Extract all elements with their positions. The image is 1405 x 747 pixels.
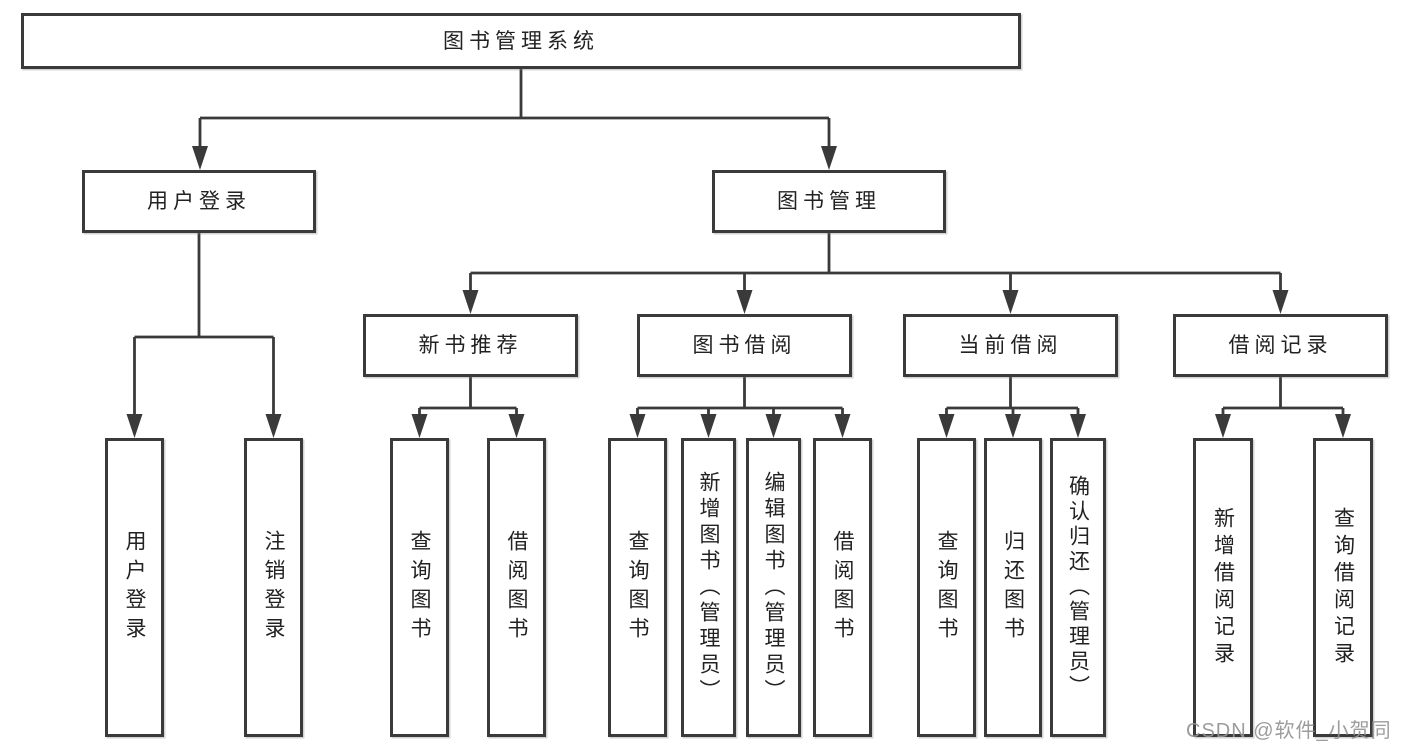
- leaf-query-books-1: 查询图书: [390, 438, 449, 737]
- arrow-icon: [629, 414, 646, 438]
- leaf-add-borrow-record: 新增借阅记录: [1193, 438, 1253, 737]
- arrow-icon: [462, 290, 479, 314]
- arrow-icon: [192, 146, 208, 170]
- arrow-icon: [126, 414, 143, 438]
- node-new-book-recommend: 新书推荐: [363, 314, 578, 377]
- leaf-query-books-3: 查询图书: [917, 438, 976, 737]
- node-book-borrowing: 图书借阅: [637, 314, 852, 377]
- arrow-icon: [265, 414, 282, 438]
- node-library-system: 图书管理系统: [21, 13, 1021, 69]
- arrow-icon: [938, 414, 955, 438]
- arrow-icon: [1070, 414, 1086, 438]
- arrow-icon: [1335, 414, 1351, 438]
- leaf-logout-login: 注销登录: [244, 438, 303, 737]
- node-book-management: 图书管理: [712, 170, 946, 233]
- leaf-user-login: 用户登录: [105, 438, 164, 737]
- arrow-icon: [1005, 414, 1021, 438]
- arrow-icon: [1215, 414, 1231, 438]
- leaf-borrow-books-1: 借阅图书: [487, 438, 546, 737]
- connector-bookmgmt-level3: [469, 233, 1282, 292]
- node-borrowing-records: 借阅记录: [1173, 314, 1388, 377]
- arrow-icon: [508, 414, 525, 438]
- arrow-icon: [765, 414, 782, 438]
- connector-root-level2: [198, 69, 831, 148]
- connector-userlogin-leaves: [133, 233, 275, 416]
- connector-records-leaves: [1221, 377, 1345, 416]
- connector-bookborrow-leaves: [636, 377, 844, 416]
- arrow-icon: [821, 146, 837, 170]
- csdn-watermark: CSDN @软件_小贺同学: [1186, 720, 1392, 742]
- arrowheads: [126, 146, 1351, 438]
- node-current-borrowing: 当前借阅: [903, 314, 1118, 377]
- arrow-icon: [834, 414, 851, 438]
- leaf-confirm-return-admin: 确认归还（管理员）: [1050, 438, 1106, 737]
- arrow-icon: [736, 290, 753, 314]
- arrow-icon: [1272, 290, 1289, 314]
- leaf-return-books: 归还图书: [984, 438, 1042, 737]
- connector-newbook-leaves: [418, 377, 518, 416]
- leaf-add-books-admin: 新增图书（管理员）: [681, 438, 736, 737]
- node-user-login: 用户登录: [82, 170, 316, 233]
- leaf-query-borrow-record: 查询借阅记录: [1313, 438, 1373, 737]
- leaf-borrow-books-2: 借阅图书: [813, 438, 872, 737]
- arrow-icon: [411, 414, 428, 438]
- arrow-icon: [1002, 290, 1019, 314]
- connector-currentborrow-leaves: [945, 377, 1080, 416]
- leaf-edit-books-admin: 编辑图书（管理员）: [746, 438, 801, 737]
- arrow-icon: [700, 414, 717, 438]
- leaf-query-books-2: 查询图书: [608, 438, 667, 737]
